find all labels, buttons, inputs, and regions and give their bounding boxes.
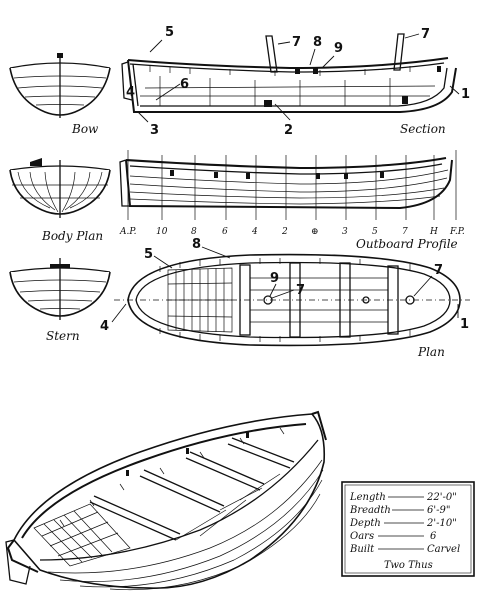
callout-6-section: 6 <box>180 77 189 92</box>
callout-4-plan: 4 <box>100 319 109 334</box>
perspective-sketch <box>5 410 327 591</box>
callout-7-bow-mast: 7 <box>421 27 430 42</box>
bow-section-view <box>9 53 111 118</box>
station-10: 10 <box>156 227 168 237</box>
station-h: H <box>429 227 438 237</box>
spec-breadth-label: Breadth <box>349 505 391 516</box>
callout-7-mast: 7 <box>292 35 301 50</box>
callout-9-section: 9 <box>334 41 343 56</box>
spec-oars-value: 6 <box>430 531 437 542</box>
station-8: 8 <box>191 227 197 237</box>
plan-callouts: 5 8 9 7 7 4 1 <box>100 237 469 334</box>
callout-1-section: 1 <box>461 87 470 102</box>
body-plan-view <box>9 158 111 218</box>
callout-3-section: 3 <box>150 123 159 138</box>
station-fp: F.P. <box>449 227 465 237</box>
spec-built-label: Built <box>349 544 375 555</box>
spec-oars-label: Oars <box>350 531 374 542</box>
callout-7-plan-fwd: 7 <box>434 263 443 278</box>
callout-8-plan: 8 <box>192 237 201 252</box>
station-5: 5 <box>372 227 378 237</box>
callout-4-section: 4 <box>126 85 135 100</box>
station-labels: A.P. 10 8 6 4 2 ⊕ 3 5 7 H F.P. <box>119 227 465 237</box>
body-plan-label: Body Plan <box>41 229 103 243</box>
callout-7-plan-aft: 7 <box>296 283 305 298</box>
station-4: 4 <box>251 227 258 237</box>
bow-view-label: Bow <box>71 122 99 136</box>
section-view-label: Section <box>400 122 446 136</box>
spec-footnote: Two Thus <box>384 560 433 571</box>
section-callouts: 5 7 8 9 7 6 4 1 3 2 <box>126 25 470 138</box>
stern-section-view <box>9 258 111 320</box>
spec-rows: Length 22'-0" Breadth 6'-9" Depth 2'-10"… <box>349 492 460 571</box>
outboard-profile-view <box>119 150 457 220</box>
outboard-profile-label: Outboard Profile <box>356 237 458 251</box>
station-ap: A.P. <box>119 227 137 237</box>
station-2: 2 <box>281 227 288 237</box>
callout-5-plan: 5 <box>144 247 153 262</box>
callout-8-section: 8 <box>313 35 322 50</box>
specifications-box <box>341 481 475 577</box>
plan-view <box>114 253 470 347</box>
spec-depth-value: 2'-10" <box>426 518 457 529</box>
station-3: 3 <box>342 227 348 237</box>
station-7: 7 <box>402 227 408 237</box>
longitudinal-section-view <box>121 33 457 113</box>
spec-breadth-value: 6'-9" <box>427 505 450 516</box>
station-midship: ⊕ <box>311 227 319 237</box>
station-6: 6 <box>222 227 228 237</box>
spec-length-value: 22'-0" <box>426 492 457 503</box>
spec-length-label: Length <box>349 492 386 503</box>
spec-built-value: Carvel <box>427 544 460 555</box>
callout-1-plan: 1 <box>460 317 469 332</box>
stern-view-label: Stern <box>46 329 80 343</box>
callout-9-plan: 9 <box>270 271 279 286</box>
callout-5-section: 5 <box>165 25 174 40</box>
callout-2-section: 2 <box>284 123 293 138</box>
plan-view-label: Plan <box>417 345 445 359</box>
spec-depth-label: Depth <box>349 518 381 529</box>
